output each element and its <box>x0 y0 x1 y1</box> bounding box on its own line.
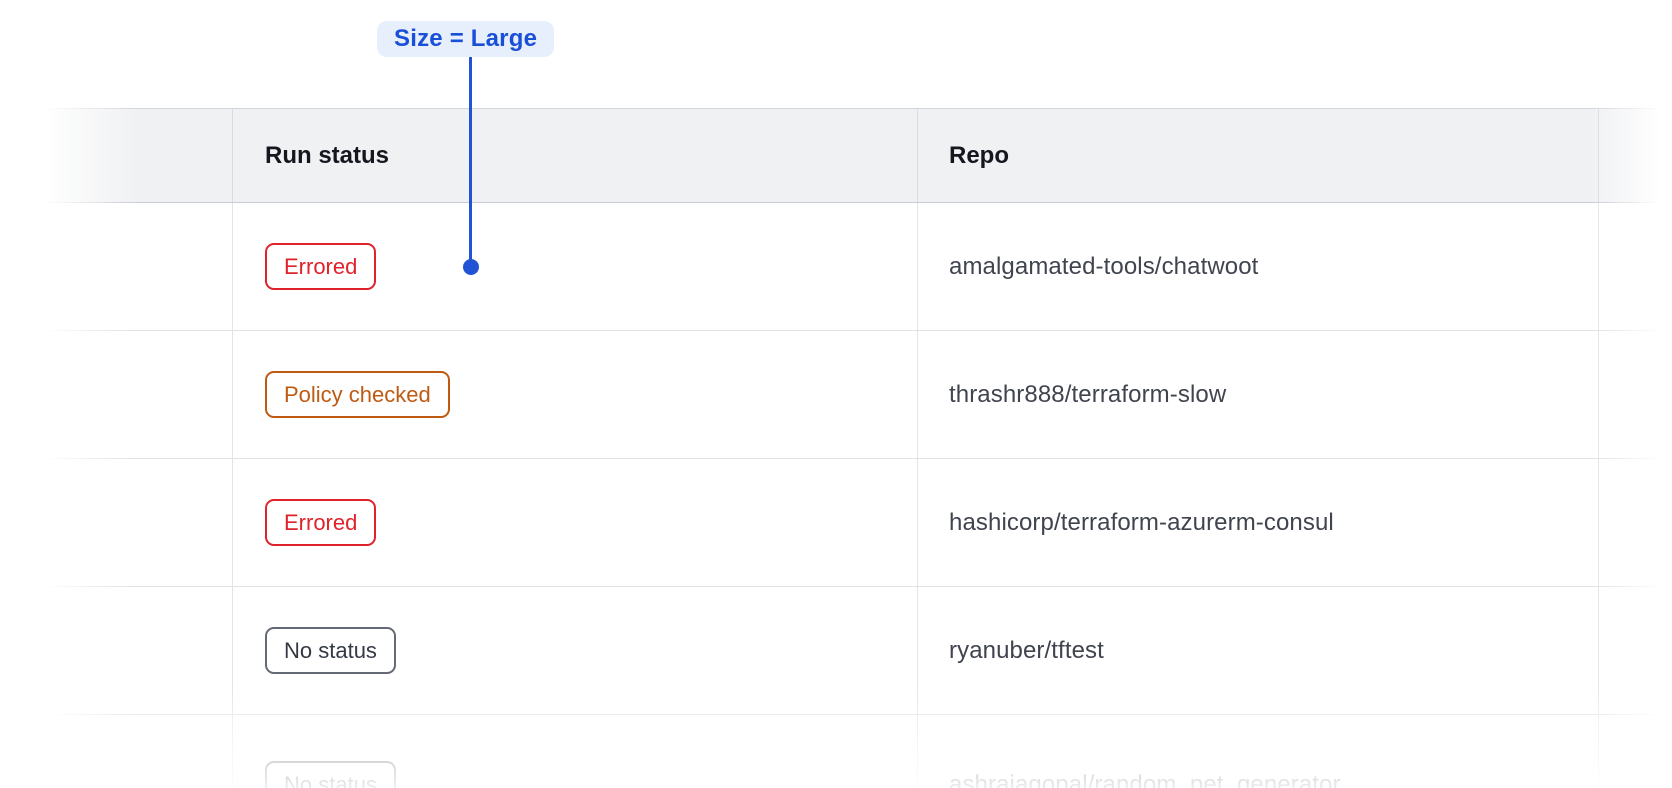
header-cell-empty <box>44 109 232 202</box>
table-row[interactable]: Policy checked thrashr888/terraform-slow <box>44 331 1672 459</box>
status-badge-no-status: No status <box>265 761 396 788</box>
row-cell-empty <box>44 587 232 714</box>
repo-name: ashrajagopal/random_pet_generator <box>949 771 1341 788</box>
status-badge-no-status: No status <box>265 626 396 675</box>
repo-cell: ryanuber/tftest <box>917 587 1598 714</box>
repo-cell: ashrajagopal/random_pet_generator <box>917 715 1598 788</box>
row-cell-empty <box>1598 587 1672 714</box>
row-cell-empty <box>1598 715 1672 788</box>
row-cell-empty <box>1598 459 1672 586</box>
run-status-cell: No status <box>232 587 917 714</box>
column-header-repo: Repo <box>917 109 1598 202</box>
run-status-cell: Errored <box>232 203 917 330</box>
status-badge-errored: Errored <box>265 242 377 291</box>
row-cell-empty <box>44 715 232 788</box>
repo-cell: amalgamated-tools/chatwoot <box>917 203 1598 330</box>
size-annotation-text: Size = Large <box>394 25 538 52</box>
runs-table: Run status Repo Errored amalgamated-tool… <box>44 108 1672 788</box>
table-row[interactable]: Errored amalgamated-tools/chatwoot <box>44 203 1672 331</box>
run-status-header-label: Run status <box>265 141 390 169</box>
table-row[interactable]: No status ashrajagopal/random_pet_genera… <box>44 715 1672 788</box>
header-cell-empty <box>1598 109 1672 202</box>
run-status-cell: No status <box>232 715 917 788</box>
row-cell-empty <box>1598 331 1672 458</box>
annotation-connector-line <box>469 57 472 260</box>
size-annotation-label: Size = Large <box>377 21 555 57</box>
annotation-marker-dot <box>463 259 479 275</box>
status-badge-errored: Errored <box>265 498 377 547</box>
table-header-row: Run status Repo <box>44 108 1672 203</box>
row-cell-empty <box>1598 203 1672 330</box>
repo-header-label: Repo <box>949 141 1009 169</box>
repo-name: thrashr888/terraform-slow <box>949 380 1227 408</box>
repo-name: amalgamated-tools/chatwoot <box>949 252 1259 280</box>
repo-name: ryanuber/tftest <box>949 636 1104 664</box>
table-row[interactable]: No status ryanuber/tftest <box>44 587 1672 715</box>
run-status-cell: Errored <box>232 459 917 586</box>
repo-cell: thrashr888/terraform-slow <box>917 331 1598 458</box>
table-row[interactable]: Errored hashicorp/terraform-azurerm-cons… <box>44 459 1672 587</box>
repo-cell: hashicorp/terraform-azurerm-consul <box>917 459 1598 586</box>
run-status-cell: Policy checked <box>232 331 917 458</box>
repo-name: hashicorp/terraform-azurerm-consul <box>949 508 1334 536</box>
column-header-run-status: Run status <box>232 109 917 202</box>
row-cell-empty <box>44 459 232 586</box>
row-cell-empty <box>44 331 232 458</box>
status-badge-policy-checked: Policy checked <box>265 370 450 419</box>
row-cell-empty <box>44 203 232 330</box>
